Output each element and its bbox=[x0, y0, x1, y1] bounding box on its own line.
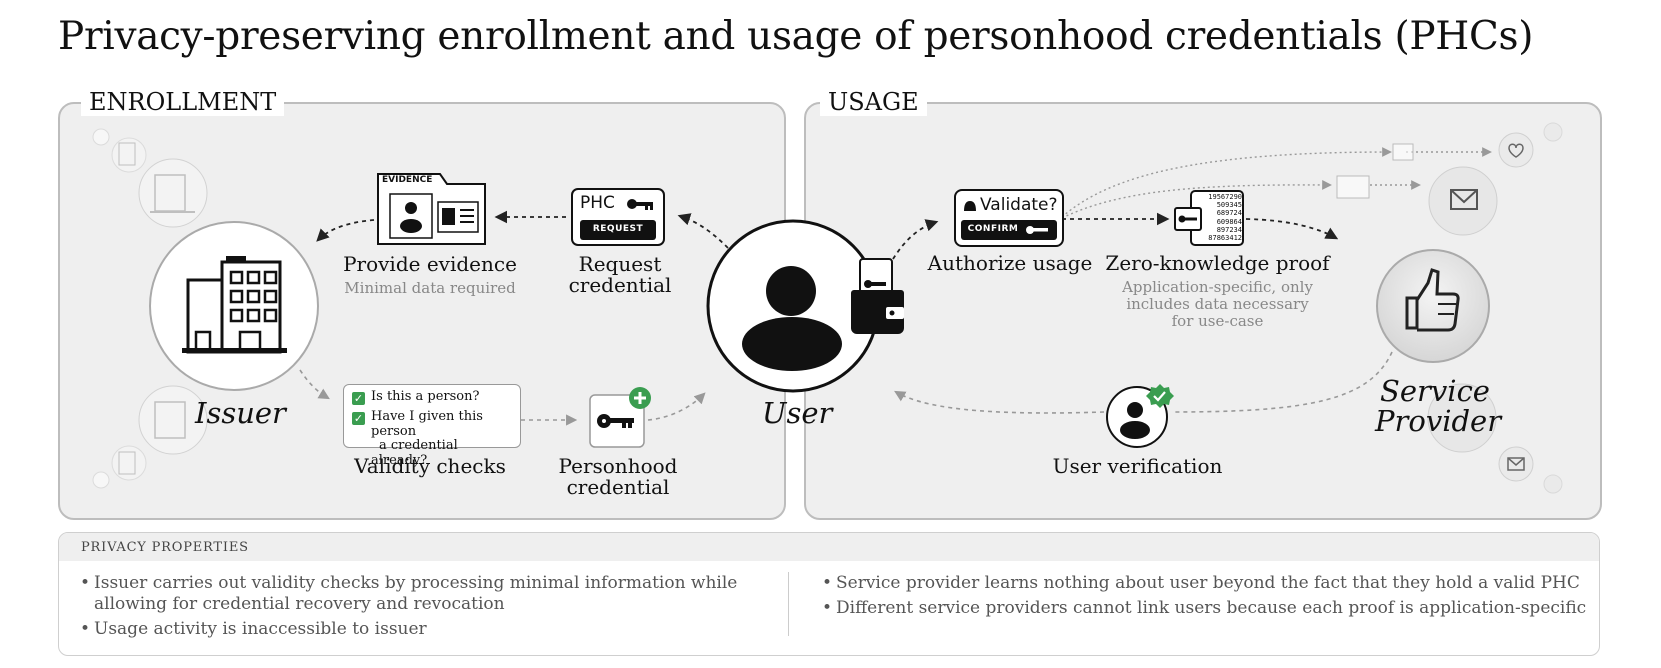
validity-checks-title: Validity checks bbox=[354, 454, 506, 478]
heart-icon bbox=[1508, 143, 1524, 158]
bell-icon bbox=[964, 201, 976, 211]
request-credential-line2: credential bbox=[568, 273, 672, 297]
provide-evidence-title: Provide evidence bbox=[343, 252, 517, 276]
privacy-right-2: Different service providers cannot link … bbox=[836, 598, 1587, 618]
issuer-label: Issuer bbox=[195, 396, 286, 430]
zkp-title: Zero-knowledge proof bbox=[1105, 251, 1330, 275]
checkbox-checked-icon: ✓ bbox=[352, 412, 365, 425]
user-verification-icon bbox=[1106, 384, 1174, 448]
personhood-credential-line1: Personhood bbox=[558, 454, 678, 478]
user-avatar-icon bbox=[706, 219, 880, 393]
user-label: User bbox=[762, 396, 833, 430]
privacy-right-1: Service provider learns nothing about us… bbox=[836, 573, 1580, 593]
provide-evidence-subtitle: Minimal data required bbox=[344, 279, 516, 297]
usage-label: USAGE bbox=[820, 88, 927, 116]
page-title: Privacy-preserving enrollment and usage … bbox=[58, 14, 1534, 59]
thumbs-up-icon bbox=[1376, 249, 1490, 363]
issuer-building-icon bbox=[149, 221, 319, 391]
verified-badge-icon bbox=[1146, 384, 1174, 408]
user-verification-title: User verification bbox=[1052, 454, 1223, 478]
privacy-bullet: •Issuer carries out validity checks by p… bbox=[80, 573, 738, 593]
privacy-right-bullets: •Service provider learns nothing about u… bbox=[822, 573, 1592, 619]
zkp-digits: 19567290 509345 689724 609864 897234 878… bbox=[1202, 193, 1242, 242]
check-question-2-line2: a credential already? bbox=[371, 438, 458, 468]
phc-request-card-icon bbox=[571, 188, 665, 246]
request-credential-line1: Request bbox=[578, 252, 662, 276]
request-credential-title: Request credential bbox=[555, 254, 685, 296]
personhood-credential-line2: credential bbox=[566, 475, 670, 499]
confirm-button-label: CONFIRM bbox=[967, 224, 1019, 234]
zkp-subtitle-line3: for use-case bbox=[1171, 311, 1264, 330]
zkp-digit-row: 897234 bbox=[1216, 225, 1242, 234]
validity-checks-box: ✓ Is this a person? ✓ Have I given this … bbox=[343, 384, 521, 467]
personhood-credential-title: Personhood credential bbox=[550, 456, 686, 498]
zkp-digit-row: 87863412 bbox=[1208, 234, 1242, 243]
phc-card-label: PHC bbox=[580, 193, 615, 213]
privacy-properties-box: PRIVACY PROPERTIES bbox=[58, 532, 1600, 656]
check-row: ✓ Is this a person? bbox=[352, 389, 512, 405]
zkp-card-icon bbox=[1174, 190, 1244, 246]
faded-building-icon bbox=[92, 128, 208, 489]
zkp-digit-row: 689724 bbox=[1216, 209, 1242, 218]
privacy-left-1a: Issuer carries out validity checks by pr… bbox=[94, 573, 738, 593]
privacy-bullet: •Different service providers cannot link… bbox=[822, 598, 1587, 618]
authorize-usage-title: Authorize usage bbox=[927, 251, 1093, 275]
privacy-properties-header: PRIVACY PROPERTIES bbox=[59, 533, 1599, 561]
zkp-digit-row: 19567290 bbox=[1208, 193, 1242, 201]
request-button-label: REQUEST bbox=[592, 224, 644, 234]
privacy-left-2: Usage activity is inaccessible to issuer bbox=[94, 619, 427, 639]
wallet-icon bbox=[851, 258, 904, 334]
service-provider-line1: Service bbox=[1380, 374, 1490, 408]
service-provider-label: Service Provider bbox=[1375, 374, 1502, 438]
zkp-digit-row: 509345 bbox=[1216, 201, 1242, 210]
enrollment-label: ENROLLMENT bbox=[81, 88, 285, 116]
checkbox-checked-icon: ✓ bbox=[352, 392, 365, 405]
evidence-card-icon bbox=[377, 173, 486, 245]
zkp-subtitle-line1: Application-specific, only bbox=[1122, 278, 1313, 296]
privacy-bullet: •Service provider learns nothing about u… bbox=[822, 573, 1580, 593]
zkp-subtitle: Application-specific, only includes data… bbox=[1110, 279, 1325, 329]
privacy-left-1b: allowing for credential recovery and rev… bbox=[94, 594, 505, 614]
service-provider-line2: Provider bbox=[1375, 404, 1502, 438]
privacy-divider bbox=[788, 572, 789, 636]
privacy-bullet: •Usage activity is inaccessible to issue… bbox=[80, 619, 427, 639]
zkp-digit-row: 609864 bbox=[1216, 217, 1242, 226]
evidence-card-label: EVIDENCE bbox=[382, 175, 433, 185]
check-question-2-line1: Have I given this person bbox=[371, 409, 483, 439]
validate-card-icon bbox=[954, 189, 1064, 247]
key-icon bbox=[627, 199, 653, 210]
privacy-bullet-cont: allowing for credential recovery and rev… bbox=[80, 594, 770, 615]
check-question-1: Is this a person? bbox=[371, 389, 480, 404]
validate-card-label: Validate? bbox=[980, 195, 1058, 215]
zkp-subtitle-line2: includes data necessary bbox=[1126, 294, 1309, 313]
mail-icon bbox=[1450, 189, 1525, 471]
personhood-credential-key-icon bbox=[589, 387, 651, 448]
privacy-left-bullets: •Issuer carries out validity checks by p… bbox=[80, 573, 770, 640]
